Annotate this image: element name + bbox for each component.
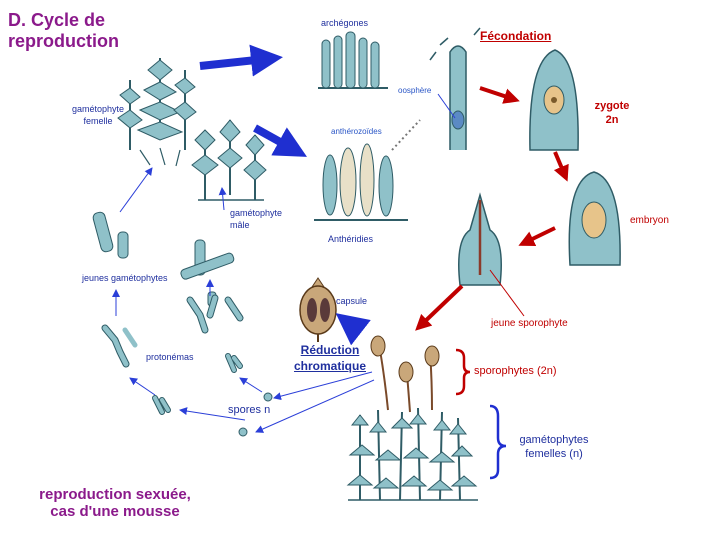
label-zygote-ploidy: 2n: [605, 114, 619, 126]
label-reduction-2: chromatique: [293, 359, 366, 373]
embryon-illustration: [568, 171, 621, 266]
gametophytes-femelles-bracket: [489, 404, 507, 480]
young-gametophytes-illustration: [92, 211, 235, 307]
label-gametophytes-femelles-1: gamétophytes: [519, 434, 589, 446]
label-gametophytes-femelles-2: femelles (n): [525, 448, 583, 460]
young-sporophyte-illustration: [458, 192, 502, 286]
label-protonemas: protonémas: [146, 352, 194, 362]
label-spores: spores n: [228, 404, 271, 416]
page-title: D. Cycle de reproduction: [8, 10, 119, 51]
zygote-illustration: [529, 49, 579, 151]
label-gametophyte-male-1: gamétophyte: [230, 208, 283, 218]
label-sporophytes: sporophytes (2n): [474, 365, 557, 377]
label-archegones: archégones: [321, 18, 369, 28]
label-jeune-sporophyte: jeune sporophyte: [491, 318, 568, 329]
capsule-illustration: [299, 277, 337, 342]
sporophytes-bracket: [455, 348, 471, 396]
label-antherozoides: anthérozoïdes: [331, 127, 382, 136]
label-reduction-1: Réduction: [300, 343, 360, 357]
label-embryon: embryon: [630, 215, 669, 226]
thick-blue-arrows: [199, 44, 371, 346]
jeune-sporophyte-pointer: [489, 269, 525, 317]
archegones-illustration: [318, 31, 388, 89]
protonemas-illustration: [101, 294, 244, 415]
thin-cycle-arrows: [112, 167, 375, 433]
label-antheridies: Anthéridies: [328, 234, 374, 244]
label-oosphere: oosphère: [398, 86, 432, 95]
oosphere-pointer: [437, 93, 456, 119]
label-capsule: capsule: [336, 296, 368, 306]
figure-caption: reproduction sexuée, cas d'une mousse: [39, 486, 191, 521]
antheridies-illustration: [314, 119, 421, 221]
label-gametophyte-male-2: mâle: [230, 220, 250, 230]
thick-red-arrows: [415, 86, 569, 331]
label-jeunes-gametophytes: jeunes gamétophytes: [82, 273, 168, 283]
female-gametophyte-illustration: [117, 58, 197, 167]
adult-moss-illustration: [346, 335, 478, 501]
label-gametophyte-femelle-1: gamétophyte: [71, 104, 125, 114]
label-zygote: zygote: [594, 100, 630, 112]
label-fecondation: Fécondation: [480, 29, 552, 43]
male-gametophyte-illustration: [191, 119, 267, 201]
label-gametophyte-femelle-2: femelle: [83, 116, 113, 126]
spores-illustration: [238, 392, 273, 437]
fecondation-illustration: [429, 27, 481, 150]
